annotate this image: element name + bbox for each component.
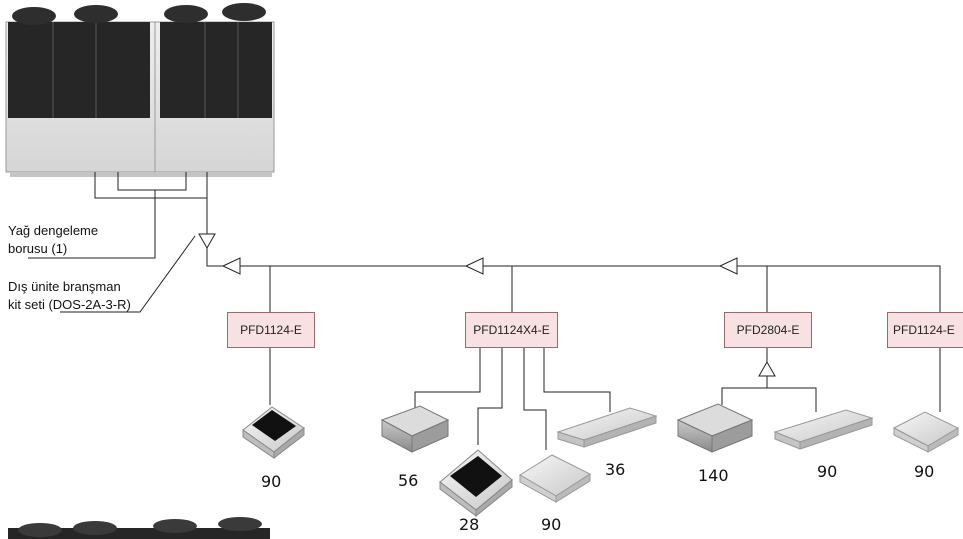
distributor-box: PFD1124-E [887,312,963,348]
branch-kit-label-line2: kit seti (DOS-2A-3-R) [8,297,131,312]
indoor-unit-cassette-white-2 [892,411,960,453]
indoor-unit-cassette-white [519,454,592,503]
capacity-label: 90 [817,462,838,481]
indoor-unit-ceiling-2 [773,409,874,450]
distributor-box: PFD2804-E [724,312,812,348]
outdoor-unit-2 [8,517,270,539]
indoor-unit-duct [380,405,450,453]
capacity-label: 140 [698,466,729,485]
capacity-label: 36 [605,460,626,479]
capacity-label: 56 [398,471,419,490]
oil-pipe-label-line1: Yağ dengeleme [8,223,99,238]
capacity-label: 90 [914,462,935,481]
indoor-unit-cassette-small [439,449,513,518]
capacity-label: 90 [541,515,562,534]
piping [28,172,941,450]
distributor-box: PFD1124-E [227,312,315,348]
branch-arrows [198,233,776,377]
capacity-label: 90 [261,472,282,491]
capacity-label: 28 [459,515,480,534]
branch-kit-label-line1: Dış ünite branşman [8,279,121,294]
indoor-unit-cassette [242,406,305,460]
indoor-unit-ceiling [556,407,658,448]
oil-pipe-label-line2: borusu (1) [8,241,68,256]
outdoor-unit [5,3,275,177]
distributor-box: PFD1124X4-E [465,312,558,348]
indoor-unit-duct-large [676,403,754,453]
